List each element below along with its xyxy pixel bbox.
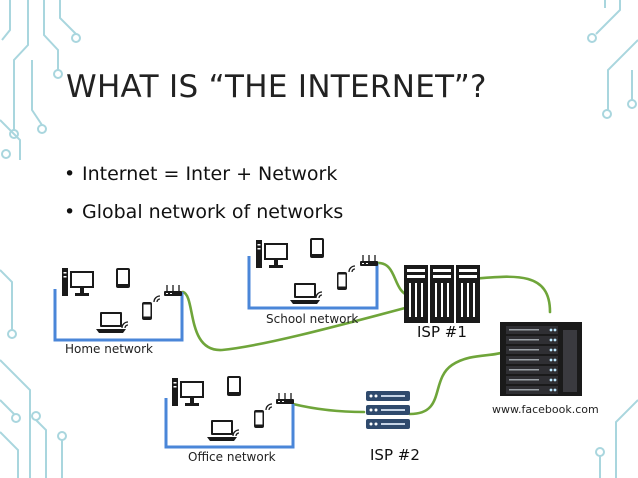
smartphone-icon: [337, 272, 347, 290]
tablet-icon: [310, 238, 324, 258]
server-domain-label: www.facebook.com: [492, 403, 599, 416]
home-network: [53, 268, 184, 342]
isp2-server-stack: [366, 391, 410, 429]
server-unit-icon: [366, 419, 410, 429]
office-network-label: Office network: [188, 450, 276, 464]
wifi-waves-icon: [315, 291, 323, 299]
tablet-icon: [227, 376, 241, 396]
server-stack-icon: [500, 322, 582, 396]
wifi-waves-icon: [121, 321, 129, 329]
server-rack-icon: [456, 265, 480, 323]
wifi-waves-icon: [153, 295, 161, 303]
bullet-item: •Internet = Inter + Network: [64, 163, 338, 185]
wifi-router-icon: [359, 254, 379, 267]
wifi-router-icon: [163, 284, 183, 297]
server-unit-icon: [366, 405, 410, 415]
bullet-text: Global network of networks: [82, 201, 344, 223]
desktop-computer-icon: [172, 378, 204, 406]
laptop-icon: [290, 283, 320, 304]
server-rack-icon: [404, 265, 428, 323]
isp1-label: ISP #1: [417, 323, 467, 341]
tablet-icon: [116, 268, 130, 288]
slide-title: WHAT IS “THE INTERNET”?: [66, 69, 487, 105]
school-network-box: [247, 256, 379, 310]
wifi-waves-icon: [265, 403, 273, 411]
home-network-box: [53, 289, 184, 342]
server-unit-icon: [366, 391, 410, 401]
laptop-icon: [96, 312, 126, 333]
home-network-label: Home network: [65, 342, 153, 356]
laptop-icon: [207, 420, 237, 441]
smartphone-icon: [142, 302, 152, 320]
cable-home-isp1: [181, 290, 407, 352]
cable-isp2-server: [408, 350, 506, 416]
office-network-box: [164, 398, 295, 449]
wifi-waves-icon: [348, 265, 356, 273]
isp1-server-racks: [404, 265, 480, 323]
desktop-computer-icon: [256, 240, 288, 268]
bullet-item: •Global network of networks: [64, 201, 344, 223]
smartphone-icon: [254, 410, 264, 428]
cable-office-isp2: [291, 402, 366, 414]
wifi-waves-icon: [232, 429, 240, 437]
office-network: [164, 376, 295, 449]
desktop-computer-icon: [62, 268, 94, 296]
isp2-label: ISP #2: [370, 446, 420, 464]
wifi-router-icon: [275, 392, 295, 405]
bullet-text: Internet = Inter + Network: [82, 163, 338, 185]
school-network: [247, 238, 379, 310]
school-network-label: School network: [266, 312, 359, 326]
server-rack-icon: [430, 265, 454, 323]
